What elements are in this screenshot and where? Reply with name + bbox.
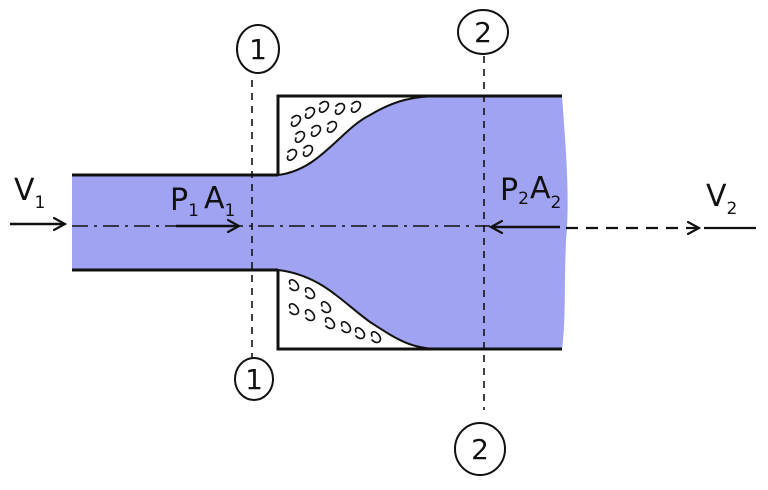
eddy-swirl-icon xyxy=(350,100,362,113)
eddy-swirl-icon xyxy=(302,144,314,157)
eddy-swirl-icon xyxy=(294,130,306,143)
a2-label: A2 xyxy=(530,171,561,213)
eddy-swirl-icon xyxy=(286,148,298,161)
flow-boundary-bottom xyxy=(277,269,441,350)
eddy-swirl-icon xyxy=(326,120,338,133)
p2-label: P2 xyxy=(500,173,529,209)
eddy-swirl-icon xyxy=(324,317,336,330)
v2-label: V2 xyxy=(706,179,737,219)
eddy-swirl-icon xyxy=(288,303,300,316)
section-1-label-top: 1 xyxy=(249,33,267,66)
p1-label: P1 xyxy=(170,183,199,221)
eddy-swirl-icon xyxy=(370,331,382,344)
eddy-zone-top xyxy=(286,100,362,161)
section-2-label-top: 2 xyxy=(474,16,492,49)
flow-boundary-top xyxy=(277,95,441,176)
eddy-swirl-icon xyxy=(334,102,346,115)
section-1-label-bottom: 1 xyxy=(245,363,263,396)
eddy-swirl-icon xyxy=(318,100,330,113)
eddy-swirl-icon xyxy=(340,321,352,334)
section-1-marker-bottom: 1 xyxy=(234,357,274,401)
eddy-swirl-icon xyxy=(290,114,302,127)
eddy-swirl-icon xyxy=(320,301,332,314)
eddy-swirl-icon xyxy=(304,287,316,300)
eddy-swirl-icon xyxy=(310,124,322,137)
section-2-marker-top: 2 xyxy=(457,9,509,55)
expansion-wall-top xyxy=(276,94,562,175)
a1-label: A1 xyxy=(204,181,235,221)
section-2-label-bottom: 2 xyxy=(471,433,489,466)
section-1-marker-top: 1 xyxy=(236,24,280,74)
eddy-swirl-icon xyxy=(304,309,316,322)
section-2-marker-bottom: 2 xyxy=(454,422,506,476)
expansion-wall-bottom xyxy=(276,270,562,351)
eddy-swirl-icon xyxy=(354,327,366,340)
fluid-flow xyxy=(72,96,568,349)
eddy-zone-bottom xyxy=(288,279,382,344)
eddy-swirl-icon xyxy=(288,279,300,292)
eddy-swirl-icon xyxy=(304,106,316,119)
v1-label: V1 xyxy=(14,173,45,213)
